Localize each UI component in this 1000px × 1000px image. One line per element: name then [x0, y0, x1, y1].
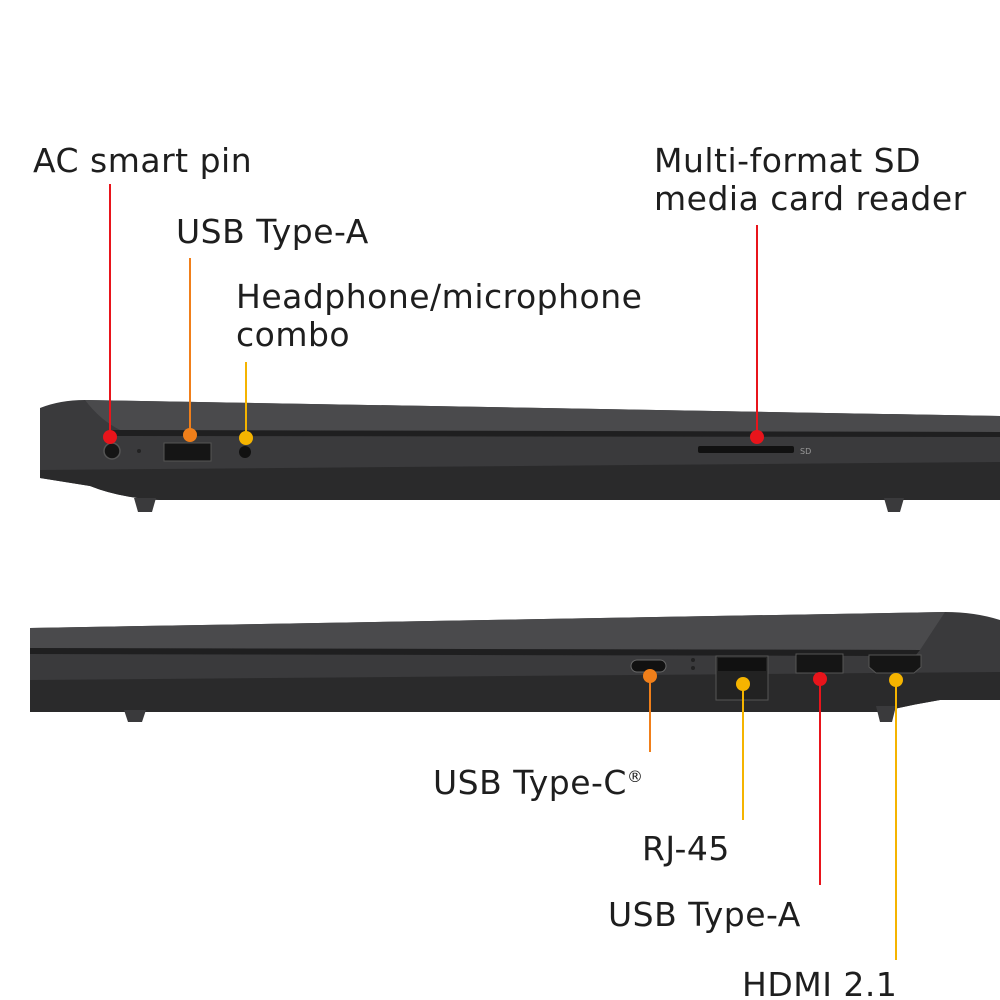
callout-audio: Headphone/microphone combo [236, 277, 642, 445]
label-sd-line2: media card reader [654, 179, 967, 218]
label-combo: combo [236, 315, 350, 354]
callout-usb-a-right: USB Type-A [608, 672, 827, 934]
callout-usb-c: USB Type-C® [433, 669, 657, 802]
label-sd-line1: Multi-format SD [654, 141, 921, 180]
callout-sd: Multi-format SD media card reader [654, 141, 967, 444]
callout-ac: AC smart pin [33, 141, 252, 444]
label-usb-type-a: USB Type-A [176, 212, 369, 251]
sd-port-marking: SD [800, 447, 811, 456]
label-ac-smart-pin: AC smart pin [33, 141, 252, 180]
label-usb-type-c: USB Type-C® [433, 763, 643, 802]
callout-rj45: RJ-45 [642, 677, 750, 868]
label-rj45: RJ-45 [642, 829, 730, 868]
label-usb-type-a-right: USB Type-A [608, 895, 801, 934]
label-headphone: Headphone/microphone [236, 277, 642, 316]
laptop-left-side: SD [40, 400, 1000, 512]
callout-usb-a-left: USB Type-A [176, 212, 369, 442]
callout-hdmi: HDMI 2.1 [742, 673, 903, 1000]
label-hdmi: HDMI 2.1 [742, 965, 897, 1000]
laptop-right-side [30, 612, 1000, 722]
